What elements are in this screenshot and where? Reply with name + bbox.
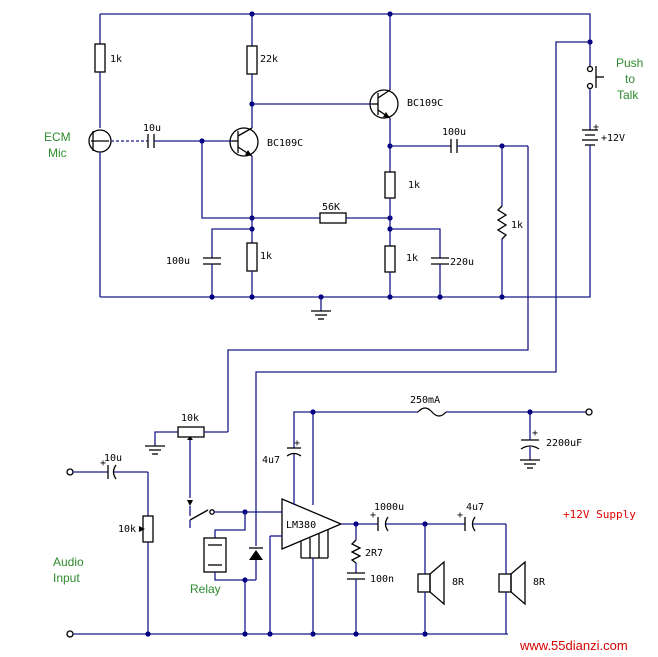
lm380-amplifier: LM380 bbox=[269, 412, 378, 634]
speaker-1: 8R bbox=[417, 524, 465, 634]
label-ecm: ECM bbox=[44, 130, 71, 144]
label-push-to-talk-2: to bbox=[625, 72, 635, 86]
battery-plus: + bbox=[593, 122, 599, 133]
label-r-22k: 22k bbox=[260, 54, 278, 65]
c4u7b-plus: + bbox=[457, 510, 463, 521]
relay-coil: Relay bbox=[190, 512, 246, 596]
battery-12v: + +12V bbox=[582, 122, 625, 150]
transistor-q1: BC109C bbox=[229, 127, 303, 157]
output-coupling: 100u 1k bbox=[227, 127, 529, 432]
amp-ground-rail bbox=[73, 631, 508, 637]
label-c-1000u: 1000u bbox=[374, 502, 404, 513]
label-supply: +12V Supply bbox=[563, 508, 636, 521]
label-fuse: 250mA bbox=[410, 395, 440, 406]
audio-input: + 10u 10k Audio Input bbox=[53, 453, 154, 638]
speaker-2: 8R bbox=[498, 524, 546, 634]
ptt-line bbox=[255, 41, 590, 516]
label-r-1k-q1e: 1k bbox=[260, 251, 272, 262]
label-c-4u7-b: 4u7 bbox=[466, 502, 484, 513]
q1-emitter-chain: 1k 100u bbox=[166, 156, 272, 297]
c2200-plus: + bbox=[532, 428, 538, 439]
top-rail bbox=[100, 11, 593, 45]
label-lm380: LM380 bbox=[286, 520, 316, 531]
label-push-to-talk-1: Push bbox=[616, 56, 643, 70]
label-c-2200uf: 2200uF bbox=[546, 438, 582, 449]
label-r-1k-top: 1k bbox=[110, 54, 122, 65]
watermark: www.55dianzi.com bbox=[519, 638, 628, 653]
push-to-talk-switch bbox=[586, 42, 604, 130]
c10u-plus: + bbox=[100, 458, 106, 469]
label-pot-10k-audio: 10k bbox=[118, 524, 136, 535]
c4u7a-plus: + bbox=[294, 438, 300, 449]
capacitor-10u-input: 10u bbox=[143, 123, 232, 148]
label-c-100u-out: 100u bbox=[442, 127, 466, 138]
capacitor-4u7-a: + 4u7 bbox=[262, 438, 302, 505]
label-q1: BC109C bbox=[267, 138, 303, 149]
capacitor-1000u: + 1000u bbox=[370, 502, 465, 532]
resistor-22k: 22k bbox=[246, 14, 372, 128]
label-c-100u-left: 100u bbox=[166, 256, 190, 267]
label-q2: BC109C bbox=[407, 98, 443, 109]
pot-10k-top: 10k bbox=[145, 413, 228, 506]
label-c-10u-in: 10u bbox=[143, 123, 161, 134]
label-push-to-talk-3: Talk bbox=[617, 88, 639, 102]
label-input: Input bbox=[53, 571, 80, 585]
label-r-56k: 56K bbox=[322, 202, 340, 213]
label-batt-12v: +12V bbox=[601, 133, 625, 144]
label-c-4u7-a: 4u7 bbox=[262, 455, 280, 466]
ecm-mic: ECM Mic bbox=[44, 129, 148, 297]
label-audio: Audio bbox=[53, 555, 84, 569]
label-spk1: 8R bbox=[452, 577, 465, 588]
label-c-220u: 220u bbox=[450, 257, 474, 268]
label-c-10u-audio: 10u bbox=[104, 453, 122, 464]
label-mic: Mic bbox=[48, 146, 67, 160]
transistor-q2: BC109C bbox=[369, 14, 443, 119]
label-c-100n: 100n bbox=[370, 574, 394, 585]
relay-contact bbox=[189, 506, 280, 528]
relay-diode bbox=[242, 516, 263, 634]
c1000-plus: + bbox=[370, 510, 376, 521]
label-spk2: 8R bbox=[533, 577, 546, 588]
resistor-1k-top-left: 1k bbox=[94, 14, 122, 128]
label-r-2r7: 2R7 bbox=[365, 548, 383, 559]
q2-emitter-chain: 1k 1k 220u bbox=[384, 118, 474, 297]
label-r-1k-right: 1k bbox=[511, 220, 523, 231]
capacitor-4u7-b: + 4u7 bbox=[457, 502, 506, 532]
label-r-1k-q2e2: 1k bbox=[406, 253, 418, 264]
resistor-56k-feedback: 56K bbox=[201, 141, 393, 224]
label-pot-10k-top: 10k bbox=[181, 413, 199, 424]
label-relay: Relay bbox=[190, 582, 221, 596]
preamp-ground-rail bbox=[100, 150, 591, 320]
supply-rail: 250mA + 2200uF +12V Supply bbox=[293, 395, 636, 521]
zobel-network: 2R7 100n bbox=[347, 524, 394, 634]
label-r-1k-q2e: 1k bbox=[408, 180, 420, 191]
